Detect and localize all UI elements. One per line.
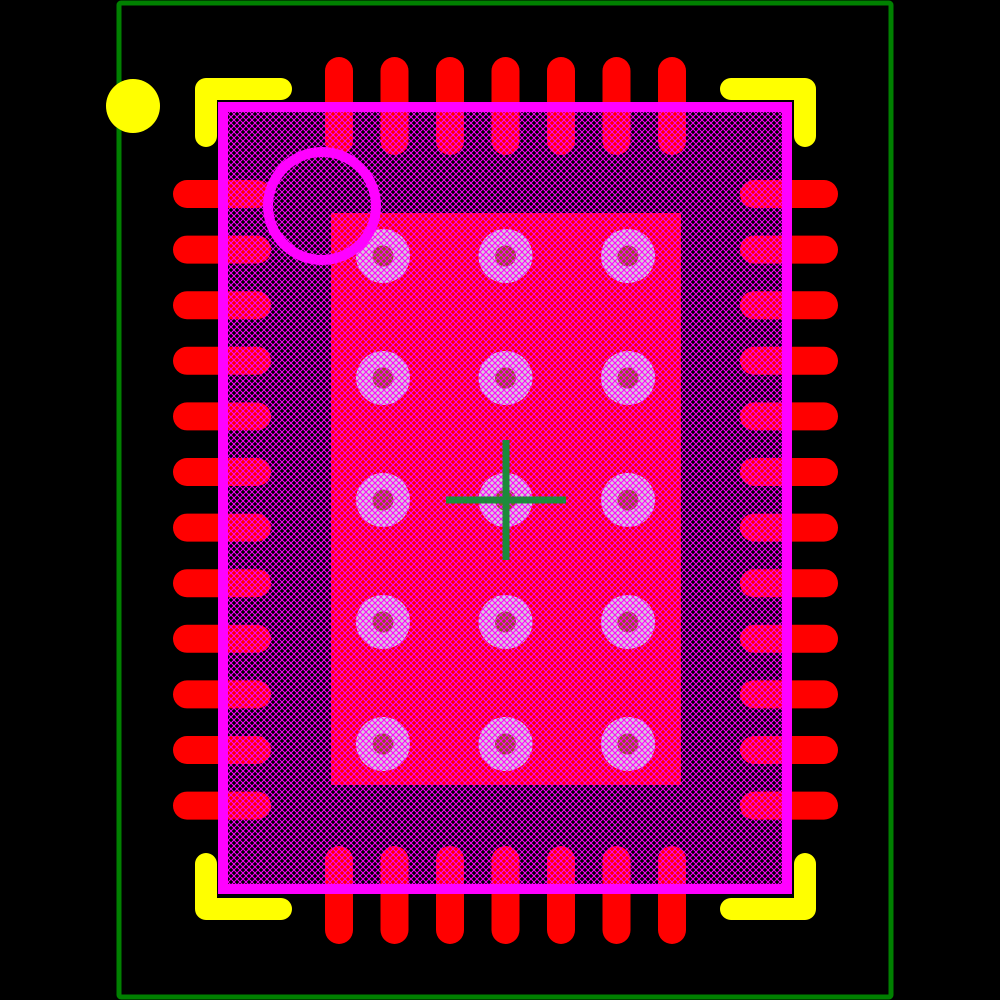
courtyard-outline [116,0,894,1000]
silk-corner-top-right [720,78,816,147]
silk-corner-bottom-left [195,853,292,920]
origin-cross [446,440,566,560]
body-outline [218,102,792,894]
silkscreen-corners [195,78,816,920]
silk-corner-bottom-right [720,853,816,920]
silk-corner-top-left [195,78,292,147]
pin1-dot [106,79,160,133]
